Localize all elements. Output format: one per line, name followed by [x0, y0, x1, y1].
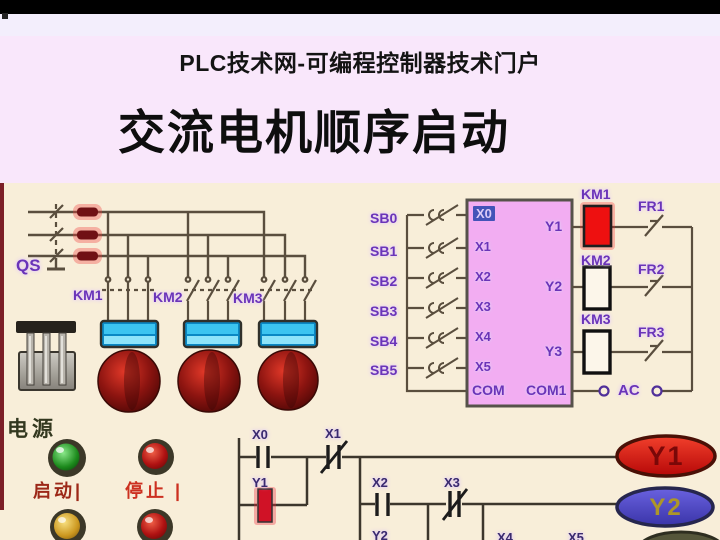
y2-output-badge: Y2	[649, 494, 683, 521]
fr1-label: FR1	[638, 198, 665, 214]
plc-output-wires	[572, 225, 694, 393]
knife-switch-icon	[16, 321, 76, 391]
output-oval-icons	[615, 434, 720, 540]
plc-input-x4: X4	[475, 329, 491, 344]
ladder-x4-label: X4	[497, 530, 513, 540]
stop-lamp-red-icon	[138, 439, 174, 475]
pushbutton-icons	[425, 204, 459, 379]
ladder-y2-label: Y2	[372, 528, 388, 540]
plc-input-x0: X0	[473, 206, 495, 221]
corner-artifact	[2, 13, 8, 19]
coil-km2-label: KM2	[581, 252, 611, 268]
sb5-label: SB5	[370, 362, 398, 378]
terminal-strip-icons	[99, 319, 319, 349]
ac-terminal-icons	[598, 385, 663, 397]
plc-com-label: COM	[472, 382, 505, 398]
three-phase-lines	[28, 210, 307, 277]
coil-km3-label: KM3	[581, 311, 611, 327]
fuse-icons	[73, 204, 102, 264]
km2-contacts	[184, 276, 240, 322]
km3-contacts	[260, 276, 317, 322]
plc-input-x2: X2	[475, 269, 491, 284]
header-zone	[0, 14, 720, 183]
plc-input-x5: X5	[475, 359, 491, 374]
ladder-x5-label: X5	[568, 530, 584, 540]
plc-input-x1: X1	[475, 239, 491, 254]
ladder-x2-label: X2	[372, 475, 388, 490]
fr2-label: FR2	[638, 261, 665, 277]
ac-label: AC	[618, 382, 640, 399]
ladder-x1-label: X1	[325, 426, 341, 441]
plc-input-x3: X3	[475, 299, 491, 314]
lamp-yellow-icon	[50, 509, 86, 540]
y1-output-badge: Y1	[647, 441, 685, 471]
plc-output-y3: Y3	[545, 343, 563, 359]
sb0-label: SB0	[370, 210, 398, 226]
plc-box	[465, 198, 574, 408]
ladder-contact-icons	[256, 440, 469, 521]
km2-label: KM2	[153, 289, 183, 305]
fr-relay-icons	[640, 214, 664, 362]
letterbox-bar	[0, 0, 720, 14]
site-title: PLC技术网-可编程控制器技术门户	[179, 50, 541, 76]
sb4-label: SB4	[370, 333, 398, 349]
start-label: 启动|	[33, 481, 84, 501]
km1-label: KM1	[73, 287, 103, 303]
qs-label: QS	[16, 256, 41, 275]
sb3-label: SB3	[370, 303, 398, 319]
ladder-x0-label: X0	[252, 427, 268, 442]
lamp-red2-icon	[137, 509, 173, 540]
ladder-wires	[237, 438, 617, 540]
km3-label: KM3	[233, 290, 263, 306]
plc-input-wires	[405, 213, 467, 393]
left-edge-strip	[0, 183, 4, 510]
sb1-label: SB1	[370, 243, 398, 259]
qs-disconnect-icon	[47, 204, 65, 271]
coil-km1-label: KM1	[581, 186, 611, 202]
ladder-x3-label: X3	[444, 475, 460, 490]
km-coil-icons	[580, 202, 615, 375]
plc-com1-label: COM1	[526, 382, 567, 398]
power-lamp-green-icon	[48, 439, 86, 477]
motor-icons	[97, 349, 319, 413]
y1-seal-contact-energized	[254, 487, 276, 525]
stop-label: 停止 |	[125, 481, 184, 501]
sb2-label: SB2	[370, 273, 398, 289]
fr3-label: FR3	[638, 324, 665, 340]
ladder-y1-label: Y1	[252, 475, 268, 490]
plc-output-y1: Y1	[545, 218, 563, 234]
power-label: 电源	[7, 418, 57, 441]
km1-contacts	[102, 276, 154, 322]
page-title: 交流电机顺序启动	[118, 106, 510, 159]
plc-output-y2: Y2	[545, 278, 563, 294]
